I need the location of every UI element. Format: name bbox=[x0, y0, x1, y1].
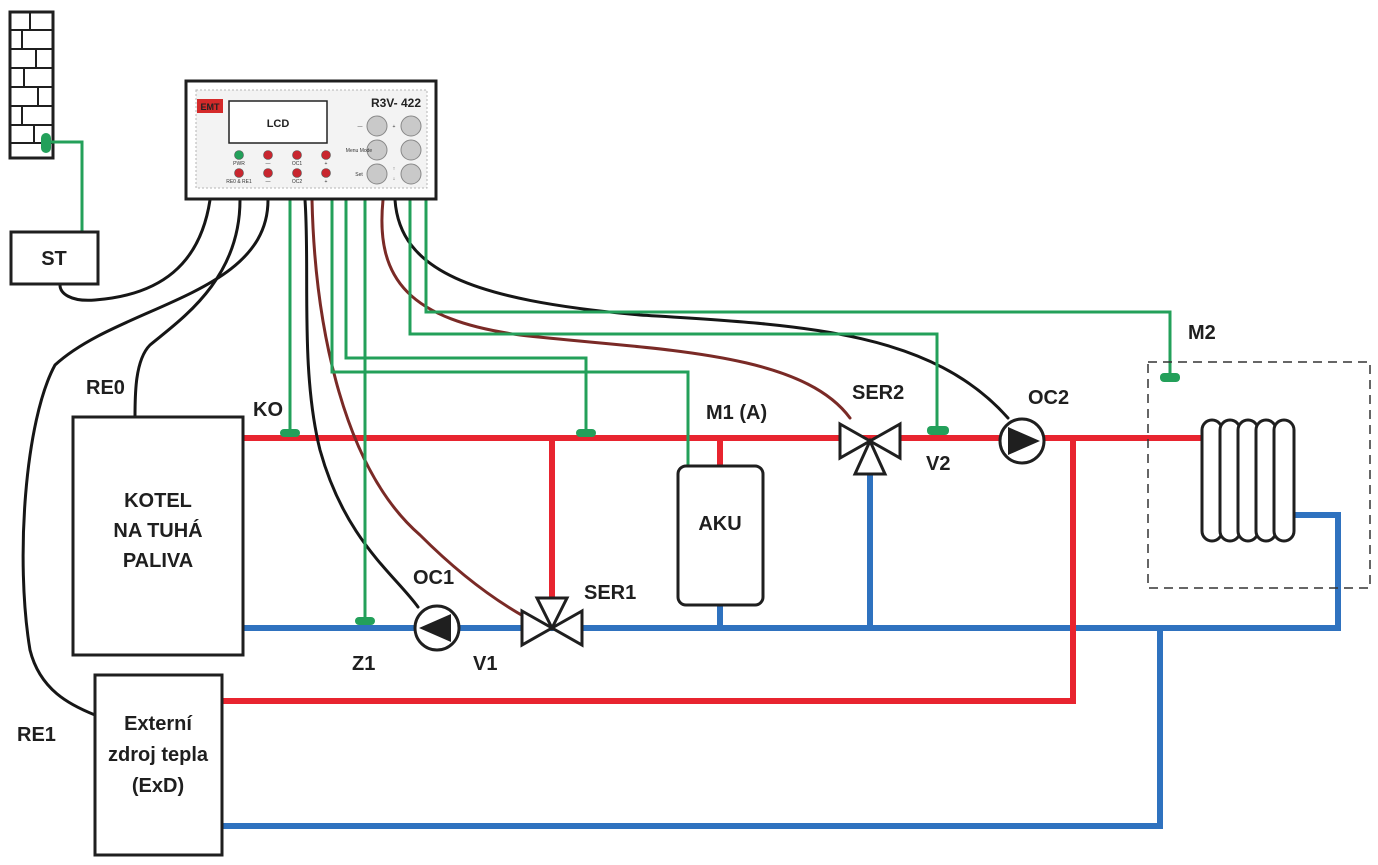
knob-4 bbox=[400, 139, 422, 161]
label-v2: V2 bbox=[926, 453, 950, 475]
controller-model: R3V- 422 bbox=[371, 96, 421, 110]
button-oc1 bbox=[292, 150, 302, 160]
led-pwr bbox=[234, 150, 244, 160]
button-re bbox=[234, 168, 244, 178]
btn-label-re: RE0 & RE1 bbox=[226, 179, 252, 185]
knob-label-set: Set bbox=[355, 172, 363, 178]
knob-3 bbox=[366, 139, 388, 161]
pump-oc2 bbox=[998, 417, 1046, 465]
st-label: ST bbox=[41, 248, 67, 270]
valve-ser1 bbox=[520, 596, 584, 648]
knob-label-menu: Menu Mode bbox=[346, 148, 373, 154]
button-minus-2 bbox=[263, 168, 273, 178]
button-oc2 bbox=[292, 168, 302, 178]
label-oc2: OC2 bbox=[1028, 387, 1069, 409]
aku-label: AKU bbox=[698, 513, 741, 535]
label-ser2: SER2 bbox=[852, 382, 904, 404]
knob-6 bbox=[400, 163, 422, 185]
label-oc1: OC1 bbox=[413, 567, 454, 589]
diagram-labels: RE0 RE1 KO M1 (A) SER1 SER2 OC1 OC2 V1 V… bbox=[17, 322, 1216, 746]
btn-label-pwr: PWR bbox=[233, 161, 245, 167]
btn-label-oc2: OC2 bbox=[292, 179, 303, 185]
radiator bbox=[1200, 418, 1296, 543]
button-plus-2 bbox=[321, 168, 331, 178]
sensor-st bbox=[41, 133, 51, 153]
external-line-2: zdroj tepla bbox=[108, 744, 209, 766]
label-re0: RE0 bbox=[86, 377, 125, 399]
label-z1: Z1 bbox=[352, 653, 375, 675]
knob-label-minus: — bbox=[358, 124, 363, 130]
knob-label-down: ↓ bbox=[393, 176, 396, 182]
knob-label-up: ↑ bbox=[393, 166, 396, 172]
knob-1 bbox=[366, 115, 388, 137]
btn-label-minus-2: — bbox=[266, 179, 271, 185]
external-line-3: (ExD) bbox=[132, 775, 184, 797]
controller-logo: EMT bbox=[201, 102, 221, 112]
knob-label-plus: + bbox=[393, 124, 396, 130]
st-room-thermostat: ST bbox=[9, 230, 100, 286]
sensor-wires bbox=[46, 140, 1172, 620]
label-re1: RE1 bbox=[17, 724, 56, 746]
btn-label-plus-1: + bbox=[325, 161, 328, 167]
solid-fuel-boiler: KOTEL NA TUHÁ PALIVA bbox=[71, 415, 245, 657]
knob-2 bbox=[400, 115, 422, 137]
boiler-line-1: KOTEL bbox=[124, 490, 192, 512]
label-m2: M2 bbox=[1188, 322, 1216, 344]
external-heat-source: Externí zdroj tepla (ExD) bbox=[93, 673, 224, 857]
sensor-dots bbox=[41, 133, 1180, 625]
pump-oc1 bbox=[413, 604, 461, 652]
lcd-label: LCD bbox=[267, 118, 290, 130]
controller-r3v-422: EMT LCD R3V- 422 PWR — OC1 + RE0 & RE1 —… bbox=[184, 79, 438, 201]
controller-logo-icon bbox=[197, 99, 223, 113]
valve-ser2 bbox=[838, 421, 902, 476]
btn-label-oc1: OC1 bbox=[292, 161, 303, 167]
button-plus-1 bbox=[321, 150, 331, 160]
label-v1: V1 bbox=[473, 653, 497, 675]
boiler-line-2: NA TUHÁ bbox=[113, 519, 202, 542]
button-minus-1 bbox=[263, 150, 273, 160]
brown-cables bbox=[310, 198, 852, 627]
btn-label-plus-2: + bbox=[325, 179, 328, 185]
aku-storage-tank: AKU bbox=[676, 464, 765, 607]
sensor-ko bbox=[280, 429, 300, 437]
heated-room-area bbox=[1147, 361, 1371, 589]
sensor-v2 bbox=[927, 426, 949, 435]
controller-lcd bbox=[228, 100, 328, 144]
btn-label-minus-1: — bbox=[266, 161, 271, 167]
external-line-1: Externí bbox=[124, 713, 193, 735]
label-ser1: SER1 bbox=[584, 582, 636, 604]
return-pipes bbox=[222, 468, 1341, 829]
sensor-mid bbox=[576, 429, 596, 437]
label-ko: KO bbox=[253, 399, 283, 421]
boiler-line-3: PALIVA bbox=[123, 550, 193, 572]
knob-5 bbox=[366, 163, 388, 185]
sensor-m2 bbox=[1160, 373, 1180, 382]
label-m1: M1 (A) bbox=[706, 402, 767, 424]
sensor-z1 bbox=[355, 617, 375, 625]
